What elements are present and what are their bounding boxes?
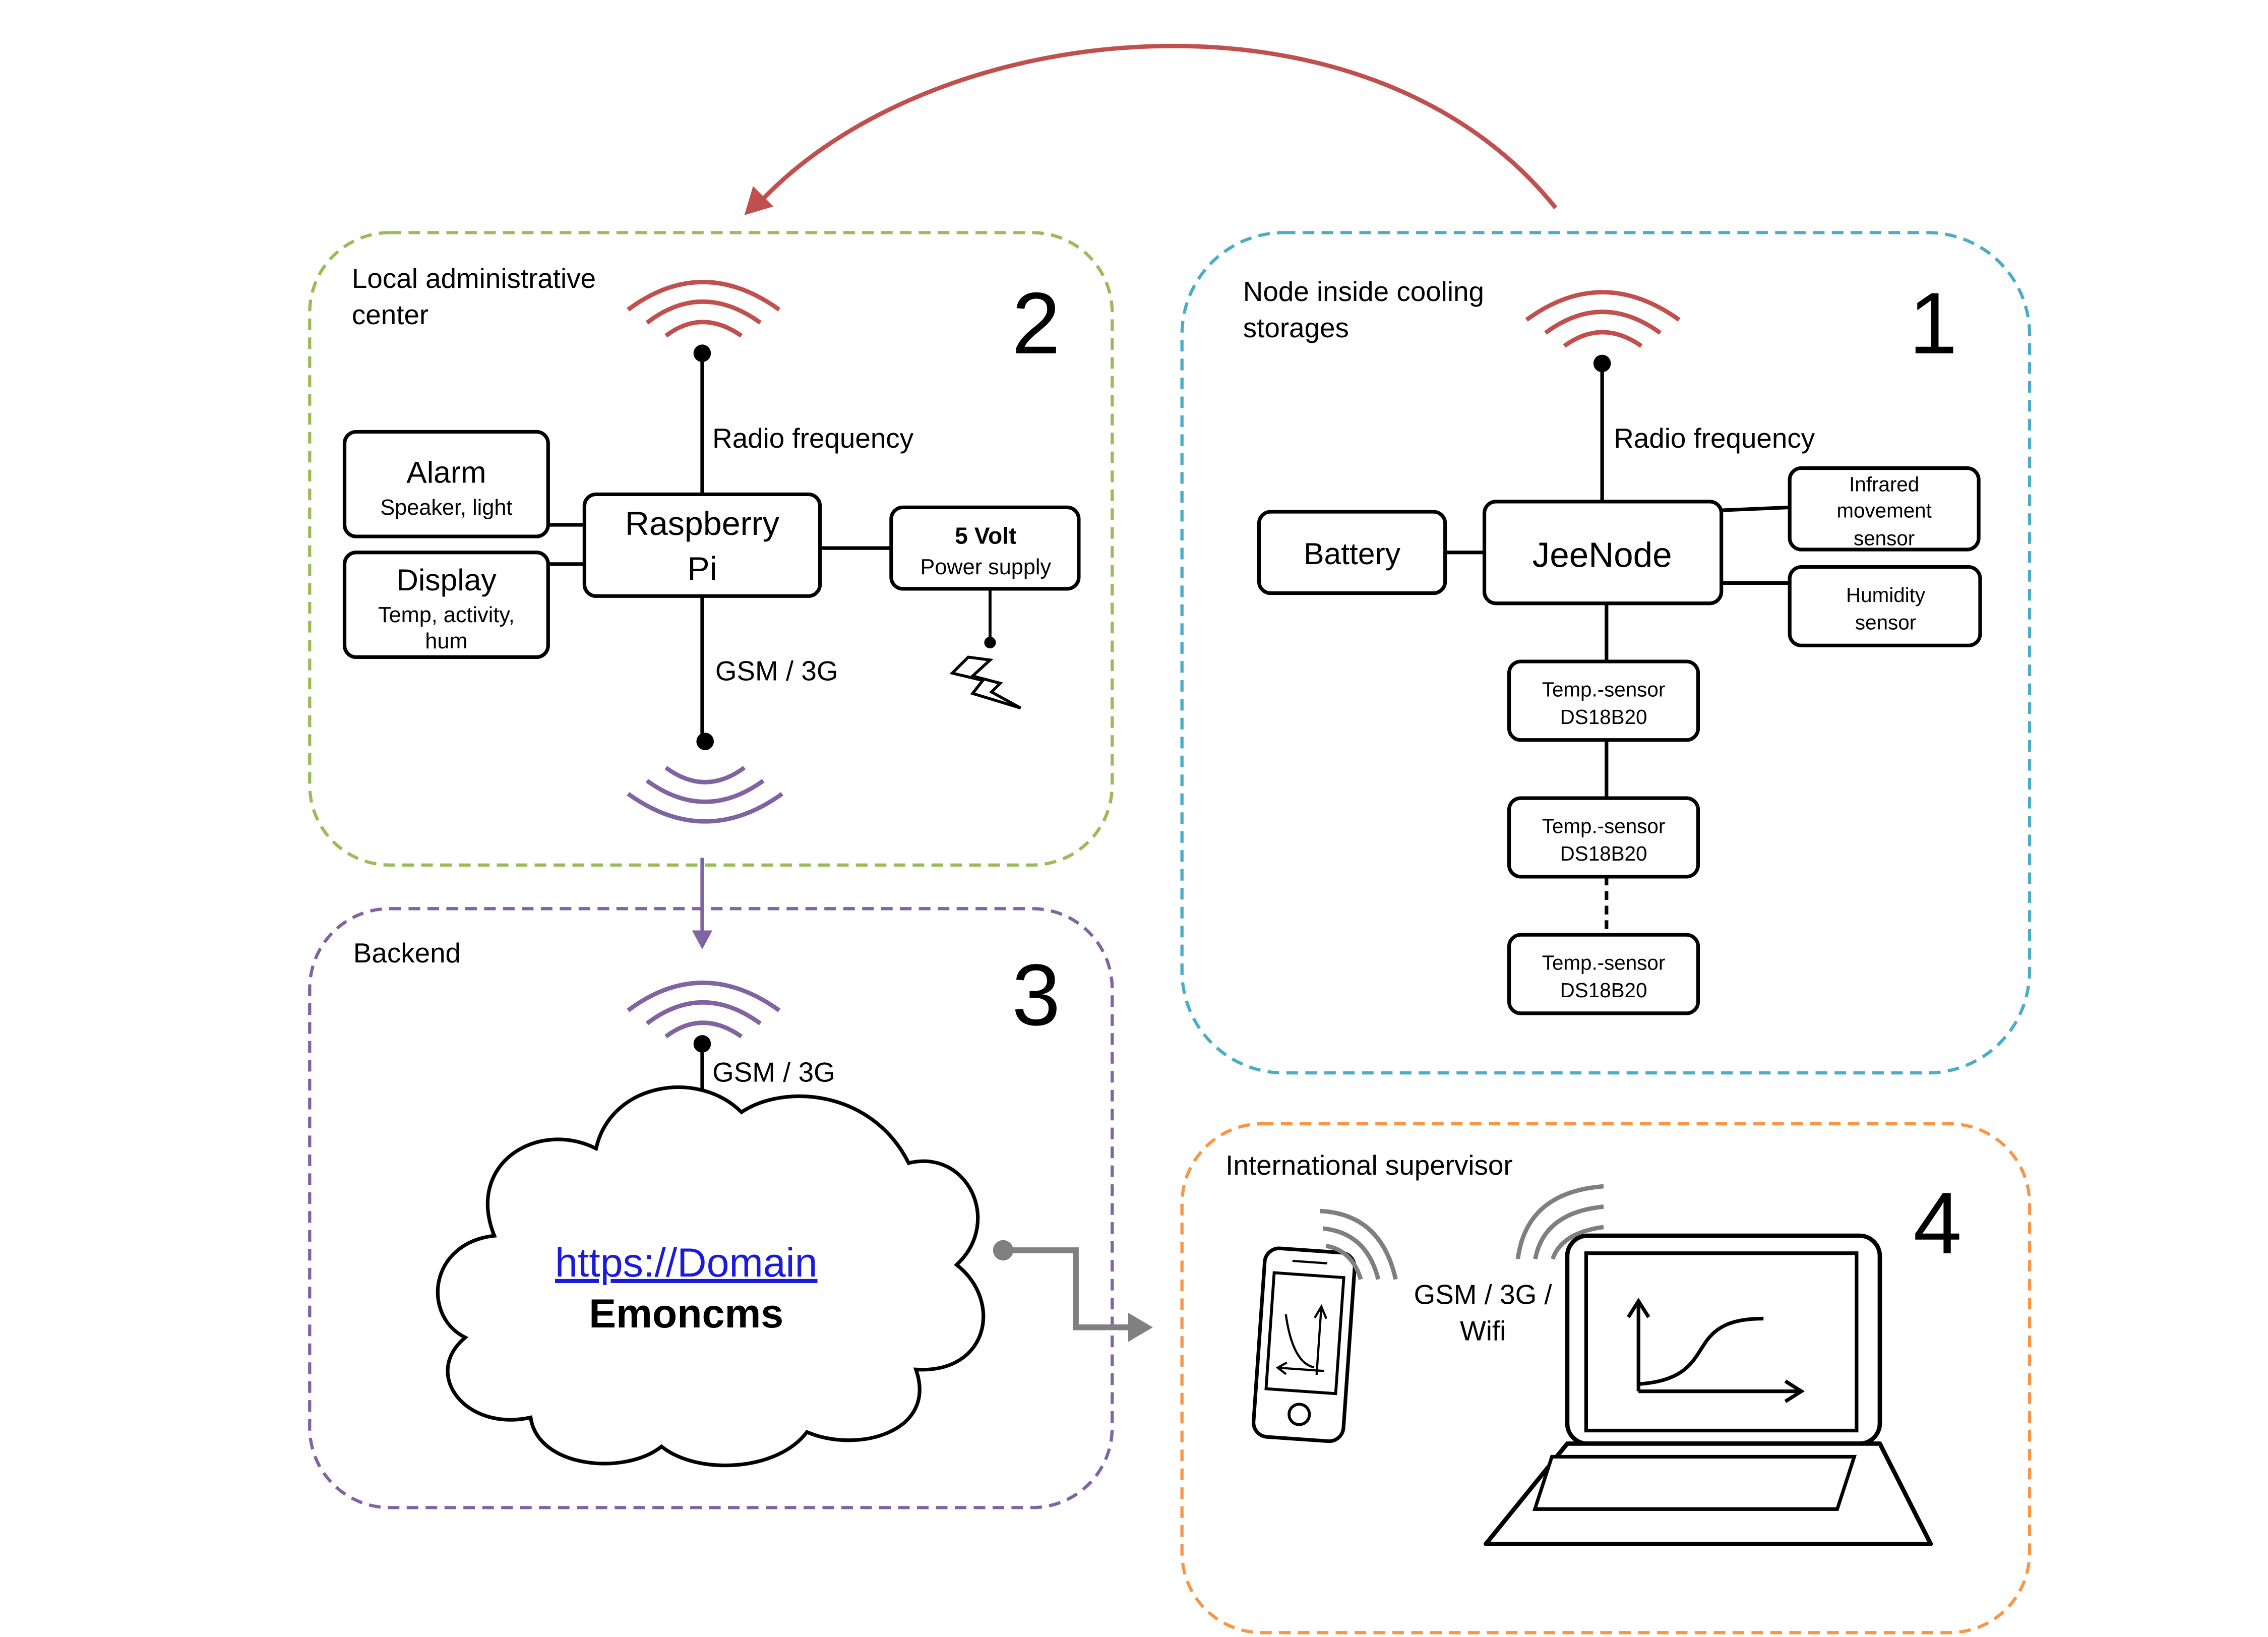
section-number: 3 xyxy=(1012,946,1060,1044)
section-cooling-node: Node inside cooling storages 1 Radio fre… xyxy=(1180,231,2032,1075)
smartphone-icon xyxy=(1251,1246,1357,1443)
temp-sensor-box xyxy=(1507,796,1700,879)
lightning-bolt-icon xyxy=(949,655,1021,710)
raspberry-pi-label-line1: Raspberry xyxy=(625,505,780,542)
humidity-label-line2: sensor xyxy=(1855,611,1916,634)
radio-waves-icon xyxy=(1525,290,1681,348)
radio-waves-icon xyxy=(1320,1208,1398,1280)
temp-sensor-label-line1: Temp.-sensor xyxy=(1542,678,1665,701)
section-title-line2: storages xyxy=(1243,312,1349,343)
display-title: Display xyxy=(396,563,497,597)
display-subtitle-line1: Temp, activity, xyxy=(378,603,515,627)
jeenode-label: JeeNode xyxy=(1533,535,1672,575)
radio-waves-icon xyxy=(627,981,781,1039)
radio-waves-icon xyxy=(627,280,781,338)
section-international-supervisor: International supervisor 4 GSM / 3G / Wi… xyxy=(1180,1122,2032,1634)
humidity-label-line1: Humidity xyxy=(1846,583,1926,607)
infrared-label-line2: movement xyxy=(1836,499,1931,522)
power-supply-title: 5 Volt xyxy=(955,522,1016,549)
radio-frequency-label: Radio frequency xyxy=(712,422,914,454)
power-supply-subtitle: Power supply xyxy=(921,555,1052,579)
temp-sensor-label-line2: DS18B20 xyxy=(1560,979,1647,1002)
cloud-icon xyxy=(436,1085,986,1468)
radio-frequency-label: Radio frequency xyxy=(1614,422,1815,454)
temp-sensor-label-line2: DS18B20 xyxy=(1560,705,1647,729)
uplink-arrow xyxy=(692,858,713,950)
temp-sensor-box xyxy=(1507,933,1700,1015)
data-access-arrow xyxy=(993,1240,1153,1342)
temp-sensor-label-line1: Temp.-sensor xyxy=(1542,951,1665,974)
section-number: 1 xyxy=(1909,274,1957,372)
raspberry-pi-label-line2: Pi xyxy=(687,551,717,588)
display-subtitle-line2: hum xyxy=(425,629,467,653)
antenna-icon xyxy=(1593,354,1611,502)
battery-box xyxy=(1257,510,1447,595)
temp-sensor-box xyxy=(1507,659,1700,742)
alarm-box xyxy=(342,430,550,538)
antenna-icon xyxy=(693,344,711,495)
section-number: 2 xyxy=(1012,274,1060,372)
sync-arrow xyxy=(744,43,1558,215)
section-local-admin-center: Local administrative center 2 Radio freq… xyxy=(308,231,1114,867)
laptop-icon xyxy=(1484,1233,1933,1546)
connection-label-line1: GSM / 3G / xyxy=(1414,1279,1553,1310)
humidity-sensor-box xyxy=(1788,565,1982,647)
section-title: Backend xyxy=(353,937,461,968)
temp-sensor-label-line1: Temp.-sensor xyxy=(1542,814,1665,837)
radio-waves-icon xyxy=(1515,1184,1604,1260)
section-title-line2: center xyxy=(352,299,428,330)
temp-sensor-label-line2: DS18B20 xyxy=(1560,842,1647,865)
gsm-label: GSM / 3G xyxy=(715,655,838,687)
cloud-domain-link[interactable]: https://Domain xyxy=(555,1240,818,1286)
alarm-subtitle: Speaker, light xyxy=(380,496,512,520)
battery-label: Battery xyxy=(1304,536,1401,571)
alarm-title: Alarm xyxy=(406,455,486,489)
connection-label-line2: Wifi xyxy=(1460,1315,1506,1347)
section-title-line1: Local administrative xyxy=(352,263,596,294)
infrared-label-line1: Infrared xyxy=(1849,473,1919,496)
cloud-service-name: Emoncms xyxy=(589,1291,783,1337)
gsm-label: GSM / 3G xyxy=(712,1056,835,1087)
growth-chart-icon xyxy=(1627,1298,1805,1403)
display-box xyxy=(342,551,550,659)
infrared-label-line3: sensor xyxy=(1854,526,1915,550)
section-title-line1: Node inside cooling xyxy=(1243,276,1484,307)
section-number: 4 xyxy=(1913,1174,1961,1272)
section-backend: Backend 3 GSM / 3G https://Domain Emoncm… xyxy=(308,907,1114,1509)
radio-waves-icon xyxy=(627,766,784,824)
section-title: International supervisor xyxy=(1225,1149,1512,1181)
